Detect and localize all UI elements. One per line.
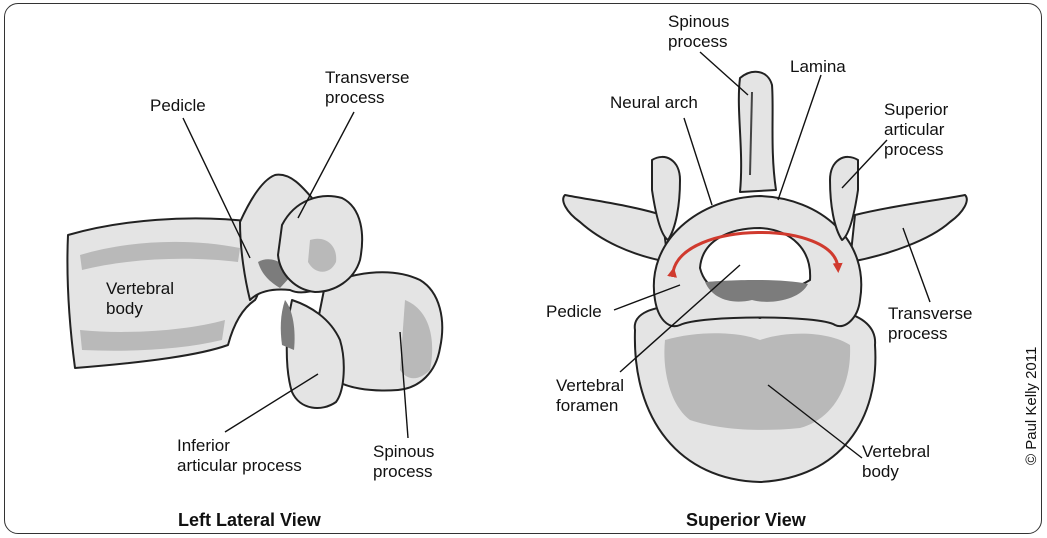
leader-superior-spinous xyxy=(700,52,748,95)
label-superior-spinous-process: Spinous process xyxy=(668,12,729,52)
title-superior-view: Superior View xyxy=(686,510,806,531)
label-superior-pedicle: Pedicle xyxy=(546,302,602,322)
label-lateral-pedicle: Pedicle xyxy=(150,96,206,116)
title-left-lateral-view: Left Lateral View xyxy=(178,510,321,531)
label-superior-vertebral-foramen: Vertebral foramen xyxy=(556,376,624,416)
label-lateral-transverse-process: Transverse process xyxy=(325,68,409,108)
label-superior-vertebral-body: Vertebral body xyxy=(862,442,930,482)
superior-right-transverse-shape xyxy=(850,195,967,262)
label-superior-neural-arch: Neural arch xyxy=(610,93,698,113)
label-lateral-spinous-process: Spinous process xyxy=(373,442,434,482)
label-lateral-inferior-articular-process: Inferior articular process xyxy=(177,436,302,476)
superior-left-transverse-shape xyxy=(563,195,668,262)
copyright-notice: © Paul Kelly 2011 xyxy=(1023,347,1040,465)
leader-superior-neural-arch xyxy=(684,118,712,205)
leader-superior-lamina xyxy=(778,75,821,200)
label-superior-transverse-process: Transverse process xyxy=(888,304,972,344)
label-lateral-vertebral-body: Vertebral body xyxy=(106,279,174,319)
superior-spinous-process-shape xyxy=(739,72,776,192)
label-superior-articular-process: Superior articular process xyxy=(884,100,948,160)
label-superior-lamina: Lamina xyxy=(790,57,846,77)
